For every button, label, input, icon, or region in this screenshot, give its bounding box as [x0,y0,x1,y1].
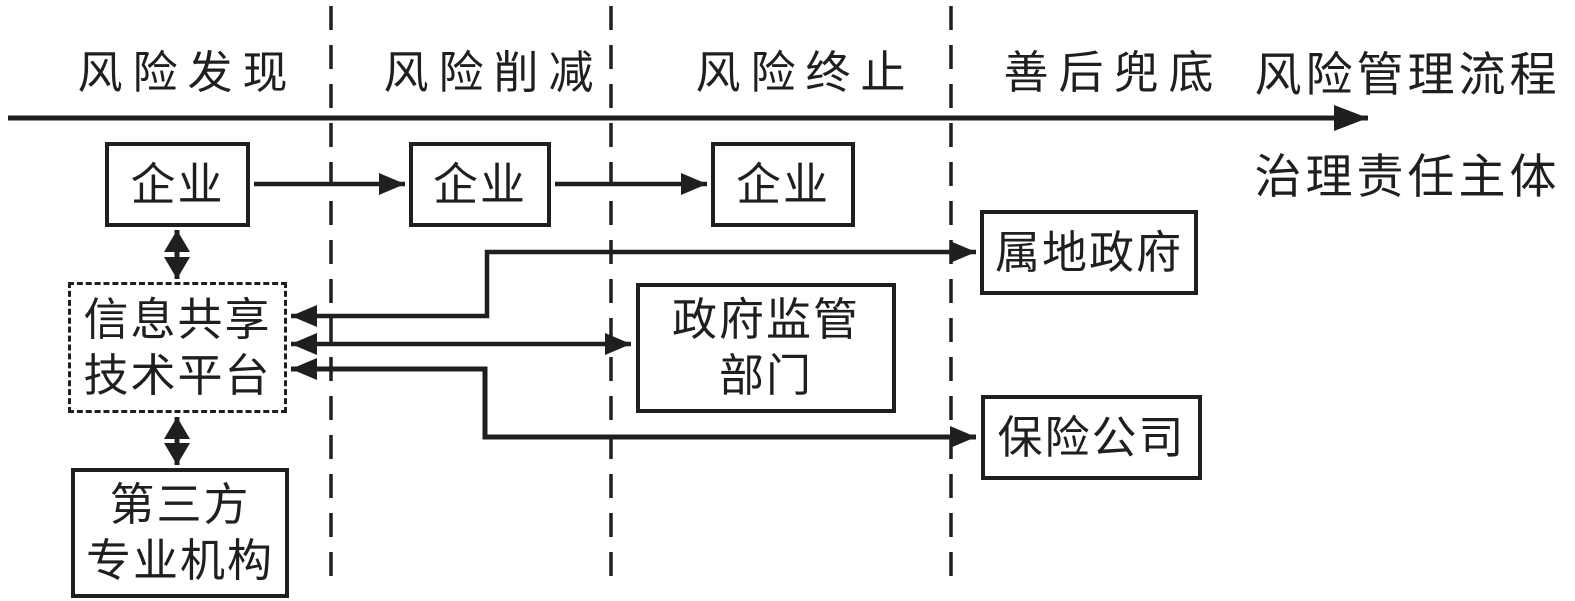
phase-label-risk-reduction: 风险削减 [383,47,604,98]
phase-label-risk-discovery: 风险发现 [77,47,298,98]
node-label: 属地政府 [994,227,1183,278]
node-enterprise-discovery: 企业 [105,142,250,227]
node-label: 保险公司 [997,412,1186,463]
node-label-line2: 部门 [718,351,813,401]
node-label-line1: 政府监管 [671,295,860,345]
node-local-government: 属地政府 [980,210,1198,295]
node-enterprise-termination: 企业 [711,142,855,227]
phase-label-risk-termination: 风险终止 [695,47,916,98]
connector-platform-localgov-icon [291,241,976,327]
connector-platform-insurance-icon [291,358,976,448]
node-label-line2: 技术平台 [83,350,272,401]
node-label: 企业 [130,159,225,210]
node-label: 企业 [432,159,527,210]
node-enterprise-reduction: 企业 [409,142,551,227]
phase-label-aftermath-backstop: 善后兜底 [1003,47,1224,98]
node-label-line2: 专业机构 [85,536,274,586]
axis-subtitle-governance-responsibility: 治理责任主体 [1254,152,1561,204]
node-label-line1: 信息共享 [83,294,272,345]
node-information-sharing-platform: 信息共享 技术平台 [68,282,287,413]
node-government-regulatory-department: 政府监管 部门 [636,283,896,413]
node-insurance-company: 保险公司 [981,395,1202,480]
node-third-party-professional-organization: 第三方 专业机构 [71,468,289,598]
node-label: 企业 [735,159,830,210]
axis-title-risk-management-process: 风险管理流程 [1254,50,1561,102]
node-label-line1: 第三方 [109,480,251,530]
